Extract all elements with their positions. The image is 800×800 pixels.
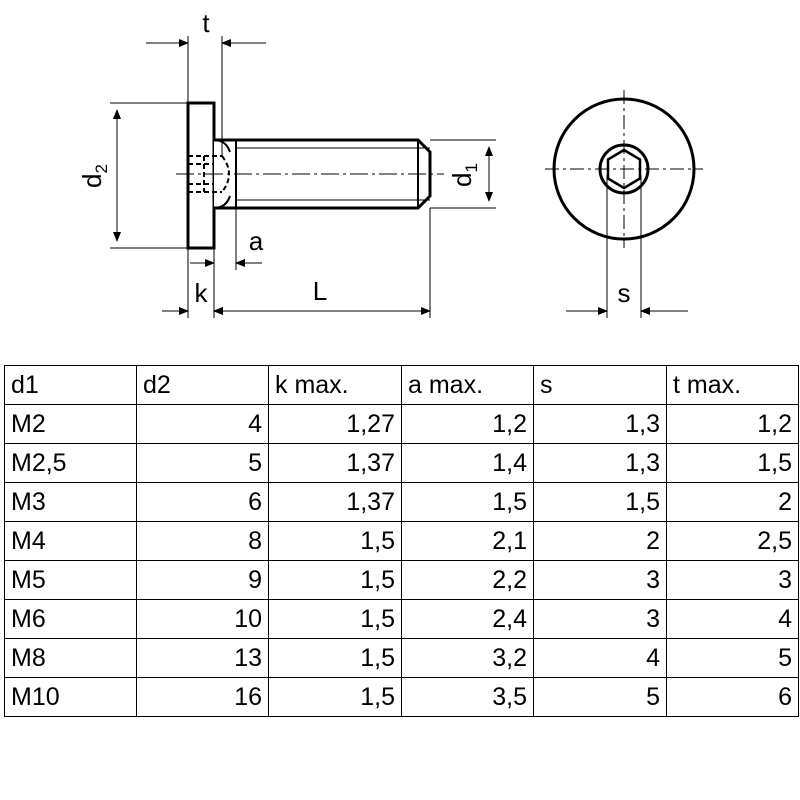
cell-k-max: 1,5 (268, 521, 402, 561)
cell-s: 3 (533, 599, 667, 639)
cell-s: 1,3 (533, 443, 667, 483)
cell-k-max: 1,5 (268, 677, 402, 717)
cell-d1: M2,5 (4, 443, 137, 483)
header-d1: d1 (4, 365, 137, 405)
cell-a-max: 3,5 (401, 677, 534, 717)
cell-t-max: 1,5 (666, 443, 799, 483)
cell-d1: M4 (4, 521, 137, 561)
cell-d1: M8 (4, 638, 137, 678)
cell-t-max: 3 (666, 560, 799, 600)
cell-s: 3 (533, 560, 667, 600)
cell-s: 5 (533, 677, 667, 717)
cell-d1: M10 (4, 677, 137, 717)
dimension-s (566, 175, 688, 318)
cell-k-max: 1,5 (268, 599, 402, 639)
cell-a-max: 3,2 (401, 638, 534, 678)
header-s: s (533, 365, 667, 405)
cell-d1: M2 (4, 404, 137, 444)
cell-a-max: 2,1 (401, 521, 534, 561)
screw-technical-drawing: t d2 d1 a k L (77, 8, 703, 318)
side-view (176, 101, 444, 250)
cell-t-max: 2 (666, 482, 799, 522)
label-l: L (313, 276, 327, 306)
cell-s: 1,3 (533, 404, 667, 444)
cell-d1: M5 (4, 560, 137, 600)
table-header-row: d1 d2 k max. a max. s t max. (4, 365, 799, 405)
dimension-d1 (430, 139, 496, 209)
label-d2: d2 (77, 164, 111, 188)
dimension-t (146, 36, 266, 156)
end-view (545, 90, 703, 248)
header-a-max: a max. (401, 365, 534, 405)
cell-k-max: 1,27 (268, 404, 402, 444)
dimension-k-l (162, 208, 431, 318)
cell-k-max: 1,5 (268, 638, 402, 678)
cell-a-max: 2,4 (401, 599, 534, 639)
label-k: k (195, 278, 209, 308)
cell-k-max: 1,37 (268, 443, 402, 483)
cell-a-max: 1,2 (401, 404, 534, 444)
cell-d1: M6 (4, 599, 137, 639)
cell-d2: 4 (136, 404, 269, 444)
label-d1: d1 (447, 163, 481, 187)
cell-d2: 5 (136, 443, 269, 483)
cell-t-max: 6 (666, 677, 799, 717)
screw-head (186, 101, 216, 250)
cell-a-max: 2,2 (401, 560, 534, 600)
cell-d2: 8 (136, 521, 269, 561)
hex-socket (606, 148, 642, 190)
cell-a-max: 1,5 (401, 482, 534, 522)
cell-d1: M3 (4, 482, 137, 522)
cell-s: 2 (533, 521, 667, 561)
cell-t-max: 4 (666, 599, 799, 639)
cell-d2: 16 (136, 677, 269, 717)
dimension-d2 (110, 102, 188, 249)
cell-d2: 10 (136, 599, 269, 639)
header-k-max: k max. (268, 365, 402, 405)
cell-d2: 13 (136, 638, 269, 678)
label-a: a (249, 226, 264, 256)
cell-t-max: 2,5 (666, 521, 799, 561)
label-s: s (618, 278, 631, 308)
cell-k-max: 1,5 (268, 560, 402, 600)
cell-t-max: 1,2 (666, 404, 799, 444)
header-t-max: t max. (666, 365, 799, 405)
cell-s: 1,5 (533, 482, 667, 522)
cell-s: 4 (533, 638, 667, 678)
cell-k-max: 1,37 (268, 482, 402, 522)
label-t: t (202, 8, 210, 38)
cell-d2: 9 (136, 560, 269, 600)
cell-a-max: 1,4 (401, 443, 534, 483)
cell-t-max: 5 (666, 638, 799, 678)
header-d2: d2 (136, 365, 269, 405)
cell-d2: 6 (136, 482, 269, 522)
